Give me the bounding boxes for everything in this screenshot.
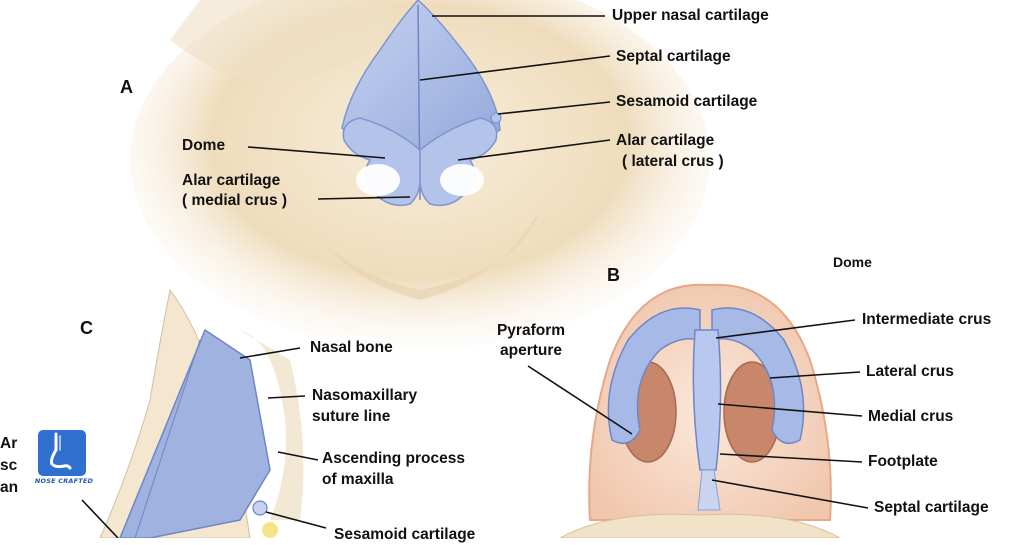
sesamoid-cartilage-c: [252, 500, 268, 516]
leader-ascending: [277, 451, 319, 461]
label-lateral-crus: Lateral crus: [866, 363, 954, 380]
panel-a-brow-shading: [170, 0, 390, 85]
panel-a-drawing: [130, 0, 710, 350]
leader-footplate: [719, 453, 863, 463]
leader-lines: [81, 15, 869, 538]
label-lateral-crus-paren: ( lateral crus ): [622, 153, 724, 170]
leader-nasal-bone: [239, 347, 301, 359]
leader-septal-b: [711, 479, 869, 509]
leader-lateral-b: [769, 371, 861, 379]
lateral-crus-left: [607, 307, 701, 445]
nose-crafted-logo: NOSE CRAFTED: [32, 430, 96, 490]
label-aperture: aperture: [499, 342, 563, 359]
label-cut-left-1: Ar: [0, 435, 18, 452]
label-septal-cartilage-a: Septal cartilage: [616, 48, 731, 65]
panel-a-letter: A: [120, 77, 133, 97]
nasal-bone-c: [119, 328, 271, 538]
label-upper-nasal-cartilage: Upper nasal cartilage: [612, 7, 769, 24]
label-nasomaxillary: Nasomaxillary: [312, 387, 418, 404]
nose-profile-icon: [50, 432, 72, 470]
alar-cartilage-left: [342, 117, 421, 207]
label-nasal-bone: Nasal bone: [310, 339, 393, 356]
medial-crura: [692, 329, 722, 471]
label-suture-line: suture line: [312, 408, 391, 425]
panel-c-letter: C: [80, 318, 93, 338]
leader-septal-a: [419, 55, 611, 81]
nostril-right: [440, 164, 484, 196]
label-footplate: Footplate: [868, 453, 938, 470]
panel-c-drawing: [99, 288, 304, 538]
label-cut-left-3: an: [0, 479, 19, 496]
label-medial-crus: Medial crus: [868, 408, 954, 425]
leader-dome-a: [247, 146, 386, 159]
leader-sesamoid-c: [265, 511, 327, 529]
leader-left-cut: [81, 499, 119, 538]
leader-alar-lateral: [457, 139, 611, 161]
label-alar-cartilage-lateral: Alar cartilage: [616, 132, 715, 149]
panel-b-letter: B: [607, 265, 620, 285]
leader-intermediate: [715, 319, 856, 339]
label-dome-b: Dome: [833, 254, 872, 270]
leader-alar-medial: [317, 196, 411, 200]
label-septal-cartilage-b: Septal cartilage: [874, 499, 989, 516]
label-sesamoid-cartilage-a: Sesamoid cartilage: [616, 93, 758, 110]
alar-cartilage-right: [419, 117, 498, 207]
label-intermediate-crus: Intermediate crus: [862, 311, 992, 328]
leader-medial-b: [717, 403, 863, 417]
panel-c-bone-shading: [240, 330, 304, 520]
leader-sesamoid-a: [497, 101, 611, 115]
nostril-left: [356, 164, 400, 196]
sesamoid-cartilage: [490, 112, 502, 124]
nasal-bone-ridge: [134, 339, 201, 538]
label-dome-a: Dome: [182, 137, 226, 154]
panel-b-lip-shading: [558, 513, 842, 538]
label-sesamoid-cartilage-c: Sesamoid cartilage: [334, 526, 476, 543]
leader-pyraform: [527, 365, 633, 435]
label-pyraform: Pyraform: [496, 322, 566, 339]
label-medial-crus-paren: ( medial crus ): [182, 192, 288, 209]
logo-text: NOSE CRAFTED: [34, 477, 94, 485]
label-cut-left-2: sc: [0, 457, 18, 474]
label-alar-cartilage-medial: Alar cartilage: [182, 172, 281, 189]
label-ascending-process: Ascending process: [322, 450, 465, 467]
panel-b-drawing: [558, 283, 842, 538]
logo-badge: [38, 430, 86, 476]
panel-c-yellow-tissue: [262, 522, 278, 538]
label-of-maxilla: of maxilla: [322, 471, 394, 488]
leader-nasomax: [267, 395, 306, 399]
